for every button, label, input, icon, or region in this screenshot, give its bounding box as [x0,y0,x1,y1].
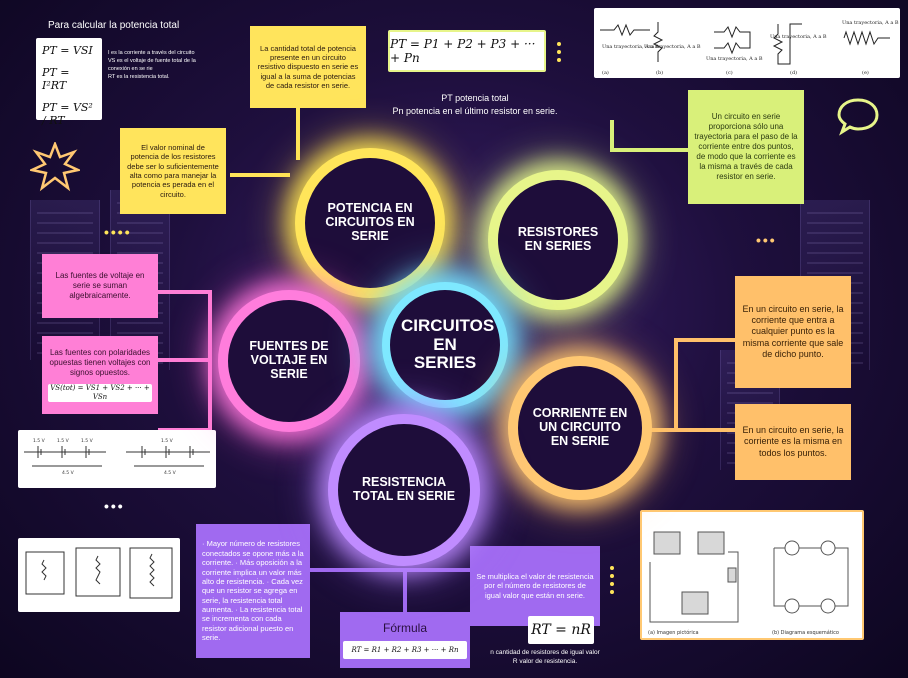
node-center[interactable]: CIRCUITOS EN SERIES [382,282,508,408]
formula-box: Fórmula RT = R1 + R2 + R3 + ··· + Rn [340,612,470,668]
dots-left-bottom: ••• [104,498,125,514]
node-voltage-sources[interactable]: FUENTES DE VOLTAJE EN SERIE [218,290,360,432]
resistance-formula-panel: RT = R1 + R2 + R3 + ··· + Rn [343,641,467,659]
note-n: n cantidad de resistores de igual valor [490,649,600,656]
resistors-label-b: Una trayectoria, A a B [644,44,701,50]
node-voltage-sources-label: FUENTES DE VOLTAJE EN SERIE [249,339,329,381]
voltage-label-4: 1.5 V [161,438,174,444]
power-formula-3: PT = VS² / RT [42,101,93,127]
figure-caption-a: (a) Imagen pictórica [648,629,699,636]
voltage-label-2: 1.5 V [57,438,70,444]
resistance-formula-2-panel: RT = nR [528,616,594,644]
current-same-box: En un circuito en serie, la corriente es… [735,404,851,480]
resistors-diagram: Una trayectoria, A a B Una trayectoria, … [600,20,899,76]
power-formula-1: PT = VSI [42,44,93,57]
resistors-caption-d: (d) [790,69,797,76]
node-current[interactable]: CORRIENTE EN UN CIRCUITO EN SERIE [508,356,652,500]
dots-right: ••• [756,232,777,248]
resistance-formula-2: RT = nR [531,622,591,638]
node-current-label: CORRIENTE EN UN CIRCUITO EN SERIE [532,406,628,448]
node-resistors-label: RESISTORES EN SERIES [517,225,599,253]
vertical-dots-yellow [557,42,561,62]
current-in-out-box: En un circuito en serie, la corriente qu… [735,276,851,388]
bottom-left-figure [18,538,180,612]
power-notes: PT potencia total Pn potencia en el últi… [380,92,570,117]
legend-i: I es la corriente a través del circuito [108,50,195,56]
resistance-rules-box: · Mayor número de resistores conectados … [196,524,310,658]
voltage-sources-figure: 1.5 V 1.5 V 1.5 V 1.5 V 4.5 V 4.5 V [18,430,216,488]
resistors-label-d: Una trayectoria, A a B [770,34,827,40]
note-pn: Pn potencia en el último resistor en ser… [392,105,558,116]
voltage-formula-panel: VS(tot) = VS1 + VS2 + ··· + VSn [48,384,152,402]
power-sum-formula: PT = P1 + P2 + P3 + ··· + Pn [390,37,536,65]
bottom-left-diagram [25,547,173,599]
node-total-resistance-label: RESISTENCIA TOTAL EN SERIE [352,475,456,503]
node-center-label: CIRCUITOS EN SERIES [401,315,495,373]
vertical-dots-right [610,566,614,594]
voltage-polarity-text: Las fuentes con polaridades opuestas tie… [49,348,151,377]
speech-bubble-icon [837,98,879,136]
bottom-right-diagram: (a) Imagen pictórica (b) Diagrama esquem… [648,531,849,636]
connector-orange [650,338,735,432]
resistors-label-a: Una trayectoria, A a B [602,44,659,50]
resistors-figure: Una trayectoria, A a B Una trayectoria, … [594,8,900,78]
voltage-label-1: 1.5 V [33,438,46,444]
node-power-label: POTENCIA EN CIRCUITOS EN SERIE [325,201,415,243]
legend-rt: RT es la resistencia total. [108,73,170,80]
voltage-label-3: 1.5 V [81,438,94,444]
power-sum-box: La cantidad total de potencia presente e… [250,26,366,108]
connector-purple [310,568,407,612]
resistors-label-c: Una trayectoria, A a B [706,56,763,62]
power-formula-panel: PT = VSI PT = I²RT PT = VS² / RT [36,38,102,127]
power-rating-box: El valor nominal de potencia de los resi… [120,128,226,214]
resistance-formula: RT = R1 + R2 + R3 + ··· + Rn [351,645,459,654]
voltage-formula: VS(tot) = VS1 + VS2 + ··· + VSn [50,384,150,401]
node-resistors[interactable]: RESISTORES EN SERIES [488,170,628,310]
resistors-label-e: Una trayectoria, A a B [842,20,899,26]
resistors-caption-c: (c) [726,69,733,76]
sparkle-star-icon [30,142,80,192]
note-r: R valor de resistencia. [512,658,578,666]
power-heading: Para calcular la potencia total [48,20,180,31]
note-pt: PT potencia total [441,93,509,103]
power-legend: I es la corriente a través del circuito … [108,50,213,82]
voltage-total-label: 4.5 V [62,470,75,476]
voltage-sum-box: Las fuentes de voltaje en serie se suman… [42,254,158,318]
resistance-notes: n cantidad de resistores de igual valor … [470,648,620,666]
voltage-polarity-box: Las fuentes con polaridades opuestas tie… [42,336,158,414]
resistance-multiply-box: Se multiplica el valor de resistencia po… [470,546,600,626]
node-total-resistance[interactable]: RESISTENCIA TOTAL EN SERIE [328,414,480,566]
voltage-total-label-2: 4.5 V [164,470,177,476]
node-power[interactable]: POTENCIA EN CIRCUITOS EN SERIE [295,148,445,298]
dots-left-top: •••• [104,224,132,240]
figure-caption-b: (b) Diagrama esquemático [772,629,839,636]
power-sum-formula-panel: PT = P1 + P2 + P3 + ··· + Pn [388,30,546,72]
formula-label: Fórmula [382,621,427,635]
power-formula-2: PT = I²RT [42,66,70,92]
resistors-caption-b: (b) [656,69,663,76]
connector-green [610,120,688,152]
resistors-caption-a: (a) [602,69,609,76]
resistors-info-box: Un circuito en serie proporciona sólo un… [688,90,804,204]
voltage-sources-diagram: 1.5 V 1.5 V 1.5 V 1.5 V 4.5 V 4.5 V [24,438,210,476]
legend-vs: VS es el voltaje de fuente total de la c… [108,57,196,72]
bottom-right-figure: (a) Imagen pictórica (b) Diagrama esquem… [640,510,864,640]
resistors-caption-e: (e) [862,69,869,76]
